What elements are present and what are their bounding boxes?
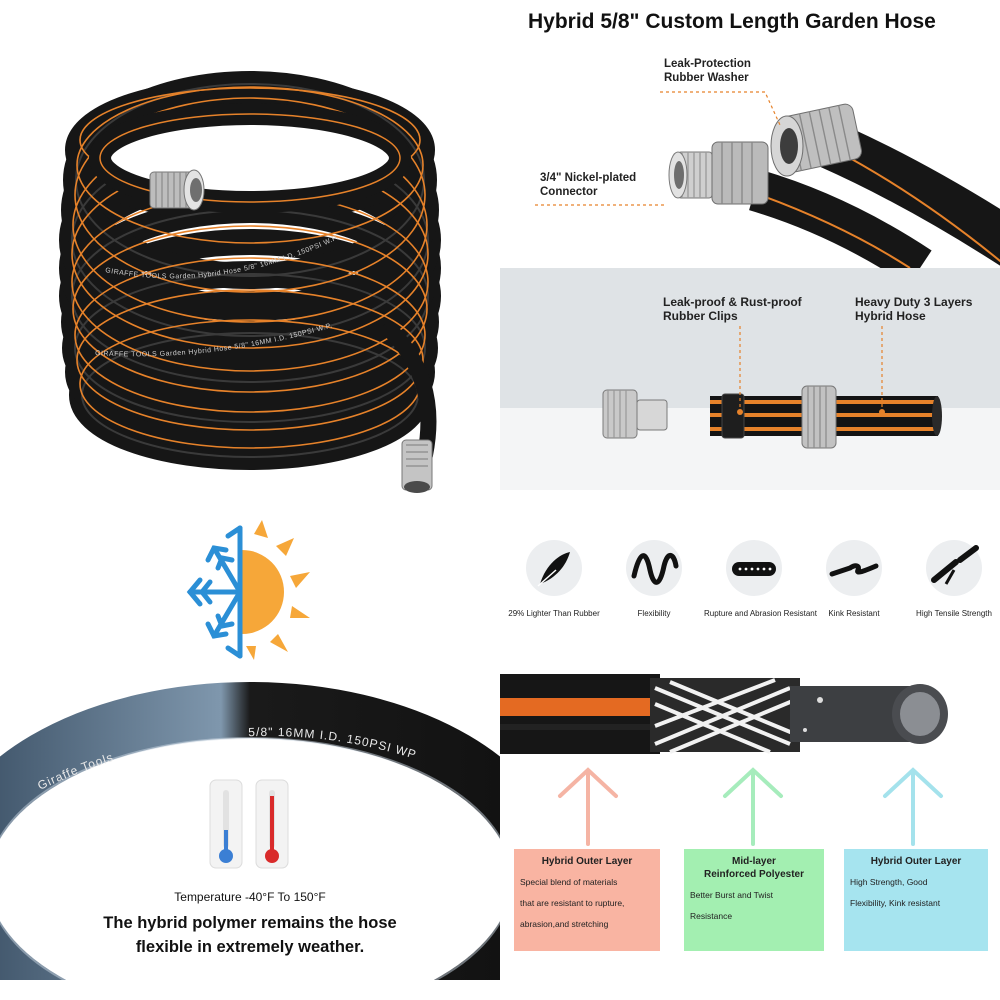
insert-connector-icon [602, 389, 668, 439]
clips-callout: Leak-proof & Rust-proof Rubber Clips [663, 295, 802, 323]
up-arrow-icon [558, 767, 943, 846]
hose-layers-callout: Heavy Duty 3 Layers Hybrid Hose [855, 295, 972, 323]
feature-item: Kink Resistant [804, 530, 904, 618]
connector-callout: 3/4" Nickel-plated Connector [540, 171, 636, 199]
temperature-range: Temperature -40°F To 150°F [174, 890, 326, 904]
kinked-hose-icon [826, 540, 882, 596]
temperature-panel: Giraffe Tools 5/8" 16MM I.D. 150PSI WP T… [0, 680, 500, 980]
female-nut-icon [770, 103, 863, 177]
layer-title: Mid-layer [732, 856, 776, 867]
pressure-hose-icon [726, 540, 782, 596]
connector-illustration [535, 91, 1000, 268]
hot-thermometer-icon [255, 779, 289, 869]
feature-item: 29% Lighter Than Rubber [504, 530, 604, 618]
features-row: 29% Lighter Than Rubber Flexibility Rupt… [500, 530, 1000, 630]
feature-label: Kink Resistant [828, 609, 880, 618]
outer-layer-card: Hybrid Outer Layer Special blend of mate… [514, 849, 660, 951]
feature-item: Rupture and Abrasion Resistant [704, 530, 817, 618]
layer-desc-line: abrasion,and stretching [520, 919, 609, 929]
wavy-hose-icon [626, 540, 682, 596]
hose-layers-label-line1: Heavy Duty 3 Layers [855, 295, 973, 309]
male-nipple-icon [668, 141, 769, 205]
layer-desc-line: Special blend of materials [520, 877, 618, 887]
caption-line2: flexible in extremely weather. [135, 938, 365, 956]
caption-line1: The hybrid polymer remains the hose [103, 914, 397, 932]
connector-label-line1: 3/4" Nickel-plated [540, 172, 637, 184]
male-connector-icon [149, 169, 205, 211]
weather-icon-panel [0, 500, 500, 670]
hose-layers-label-line2: Hybrid Hose [855, 309, 926, 323]
feather-icon [526, 540, 582, 596]
layer-title: Hybrid Outer Layer [541, 856, 633, 867]
cross-section-panel: Leak-proof & Rust-proof Rubber Clips Hea… [500, 268, 1000, 490]
coiled-hose-image: GIRAFFE TOOLS Garden Hybrid Hose 5/8" 16… [59, 71, 441, 493]
washer-label-line2: Rubber Washer [664, 72, 749, 84]
feature-item: High Tensile Strength [904, 530, 1000, 618]
hose-ring-image: Giraffe Tools 5/8" 16MM I.D. 150PSI WP [0, 682, 500, 980]
hose-layers-illustration [500, 674, 948, 846]
connector-label-line2: Connector [540, 186, 598, 198]
cross-section-illustration [500, 326, 1000, 490]
feature-label: 29% Lighter Than Rubber [508, 609, 600, 618]
snowflake-sun-icon [186, 520, 310, 660]
product-title: Hybrid 5/8" Custom Length Garden Hose [528, 10, 936, 33]
feature-item: Flexibility [604, 530, 704, 618]
feature-label: Rupture and Abrasion Resistant [704, 609, 817, 618]
connector-panel: Hybrid 5/8" Custom Length Garden Hose [500, 0, 1000, 268]
feature-label: High Tensile Strength [916, 609, 992, 618]
layer-desc-line: Resistance [690, 911, 733, 921]
inner-layer-card: Hybrid Outer Layer High Strength, Good F… [844, 849, 988, 951]
coiled-hose-panel: GIRAFFE TOOLS Garden Hybrid Hose 5/8" 16… [0, 0, 500, 500]
layer-desc-line: that are resistant to rupture, [520, 898, 625, 908]
layer-desc-line: High Strength, Good [850, 877, 928, 887]
layer-title: Hybrid Outer Layer [870, 856, 962, 867]
cold-thermometer-icon [209, 779, 243, 869]
layers-panel: Hybrid Outer Layer Special blend of mate… [500, 664, 1000, 954]
washer-callout: Leak-Protection Rubber Washer [664, 57, 751, 85]
hose-cut-icon [926, 540, 982, 596]
mid-layer-card: Mid-layer Reinforced Polyester Better Bu… [684, 849, 824, 951]
layer-desc-line: Flexibility, Kink resistant [850, 898, 941, 908]
layer-subtitle: Reinforced Polyester [703, 869, 805, 880]
clips-label-line1: Leak-proof & Rust-proof [663, 295, 802, 309]
clips-label-line2: Rubber Clips [663, 309, 738, 323]
feature-label: Flexibility [637, 609, 671, 618]
layer-desc-line: Better Burst and Twist [690, 890, 773, 900]
female-connector-icon [401, 439, 433, 493]
washer-label-line1: Leak-Protection [664, 58, 751, 70]
